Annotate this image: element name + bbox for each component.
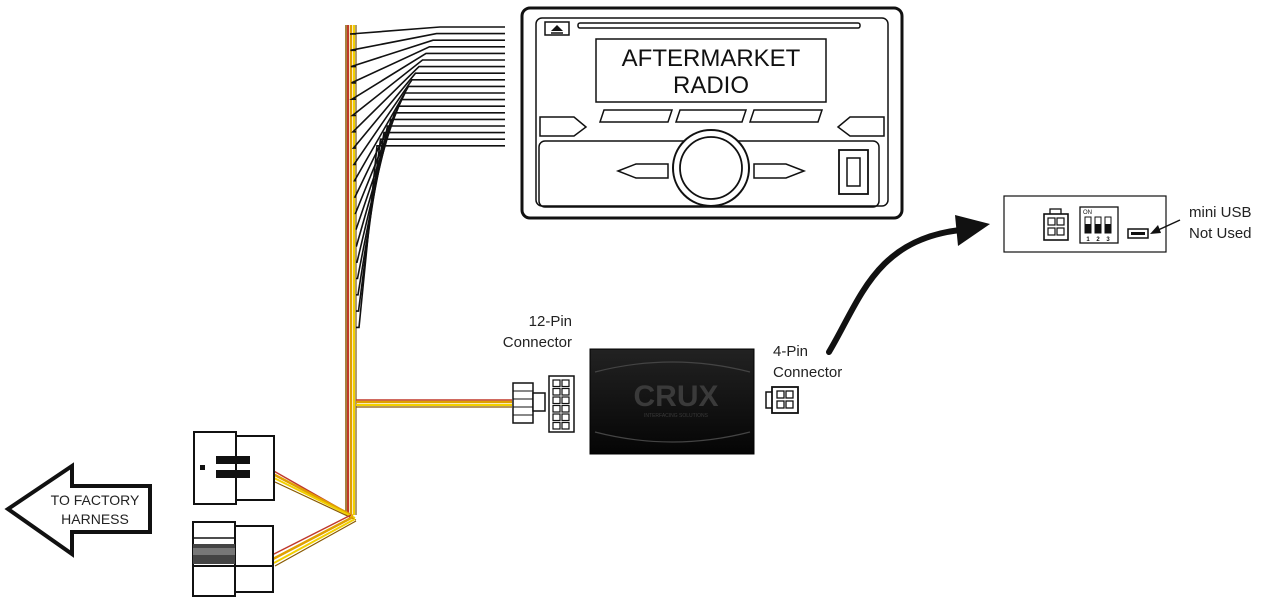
connector12-label-line2: Connector [503, 334, 572, 351]
radio-label-line1: AFTERMARKET [622, 45, 801, 72]
crux-tagline: INTERFACING SOLUTIONS [644, 413, 709, 419]
connector12-label-line1: 12-Pin [529, 313, 572, 330]
connector-pin-cavity [561, 421, 570, 430]
dip-switch-2-label: 2 [1096, 237, 1100, 243]
radio-lead-wire [350, 59, 505, 117]
usb-label-line1: mini USB [1189, 204, 1252, 221]
factory-harness-plug-bottom [192, 521, 274, 597]
connector-pin-cavity [552, 379, 561, 388]
seek-left-button [615, 163, 669, 179]
connector-pin-cavity [561, 379, 570, 388]
radio-lead-wire [356, 118, 505, 263]
dip-switch-block: ON 1 2 3 [1079, 206, 1119, 244]
radio-lead-wire [356, 145, 505, 329]
radio-display [595, 38, 827, 103]
connector-pin-cavity [561, 413, 570, 422]
connector-pin-cavity [552, 404, 561, 413]
radio-lead-wire [351, 72, 505, 149]
radio-lead-wire [351, 65, 505, 133]
radio-lead-wire [350, 39, 505, 68]
harness-arrow-label-line2: HARNESS [61, 511, 129, 527]
connector-pin-cavity [561, 387, 570, 396]
seek-right-button [753, 163, 807, 179]
side-view-4-pin-socket [1043, 208, 1069, 241]
eject-icon [544, 21, 570, 36]
radio-lead-wire [350, 32, 505, 52]
side-view-pointer-arrow [826, 215, 990, 355]
dip-switch-1-label: 1 [1086, 237, 1090, 243]
connector4-label-line1: 4-Pin [773, 343, 808, 360]
harness-branch-wires [271, 469, 357, 567]
connector-pin-cavity [552, 387, 561, 396]
factory-harness-plug-top [193, 431, 275, 505]
mini-usb-port [1127, 228, 1149, 239]
preset-buttons [539, 109, 885, 137]
dip-on-label: ON [1083, 210, 1092, 216]
connector4-label-line2: Connector [773, 364, 842, 381]
radio-lead-wire [353, 85, 505, 182]
connector-pin-cavity [552, 413, 561, 422]
dip-switch-3-label: 3 [1106, 237, 1110, 243]
radio-lead-wire [352, 79, 505, 166]
harness-arrow-label-line1: TO FACTORY [51, 492, 140, 508]
connector-pin-cavity [561, 396, 570, 405]
cd-slot [577, 22, 861, 29]
radio-lead-wire [349, 26, 505, 35]
radio-label-line2: RADIO [673, 72, 749, 99]
radio-wire-fanout [349, 26, 505, 329]
radio-lead-wire [351, 46, 505, 84]
to-factory-harness-arrow [4, 462, 152, 558]
connector-pin-cavity [561, 404, 570, 413]
usb-port [838, 149, 869, 195]
main-wire-bundle [345, 25, 357, 515]
crux-logo: CRUX [633, 380, 718, 413]
12-pin-connector [512, 375, 575, 433]
4-pin-connector [765, 386, 799, 414]
usb-pointer-arrow [1150, 219, 1181, 234]
crux-interface-module: CRUX INTERFACING SOLUTIONS [589, 348, 755, 455]
connector-pin-cavity [552, 396, 561, 405]
radio-lead-wire [355, 105, 505, 230]
module-side-view: ON 1 2 3 [1003, 195, 1181, 253]
aftermarket-radio: AFTERMARKET RADIO [520, 6, 904, 220]
module-feed-wire [356, 399, 512, 408]
radio-lead-wire [349, 52, 505, 100]
volume-knob [672, 129, 750, 207]
usb-label-line2: Not Used [1189, 225, 1252, 242]
connector-pin-cavity [552, 421, 561, 430]
